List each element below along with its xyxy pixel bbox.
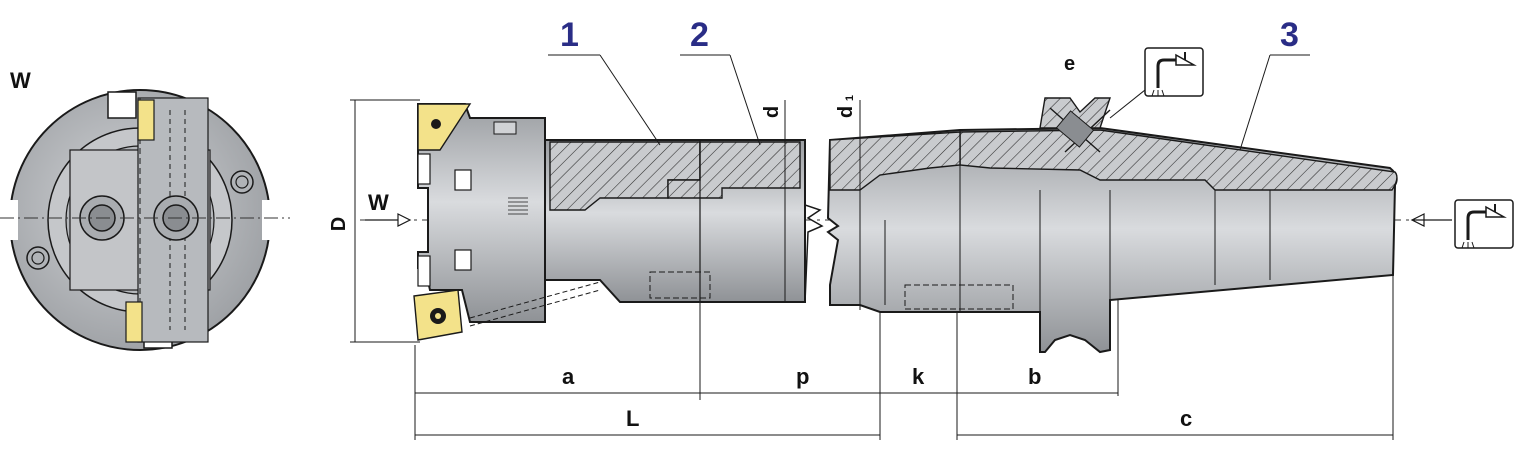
direction-arrow <box>365 213 412 227</box>
insert-top-side <box>417 103 472 151</box>
end-view-label: W <box>10 68 31 93</box>
dim-d1-sub: 1 <box>844 95 856 101</box>
dim-d: d <box>761 106 783 118</box>
side-view: W 1 2 3 D d d 1 e a p k b L c <box>328 16 1514 440</box>
holder-body <box>826 97 1398 354</box>
extension-adapter <box>544 139 824 303</box>
dim-a: a <box>562 364 575 389</box>
drive-hole-left <box>26 246 50 270</box>
dim-D: D <box>328 217 350 231</box>
dim-c: c <box>1180 406 1192 431</box>
dimension-lines <box>350 54 1394 440</box>
callout-3: 3 <box>1280 16 1299 54</box>
cutter-head <box>413 103 601 341</box>
dim-k: k <box>912 364 925 389</box>
dim-e: e <box>1064 53 1075 75</box>
drive-hole-right <box>230 170 254 194</box>
callout-1: 1 <box>560 16 579 54</box>
coolant-icon <box>1454 199 1514 249</box>
insert-bottom <box>125 301 143 343</box>
callout-2: 2 <box>690 16 709 54</box>
dim-b: b <box>1028 364 1041 389</box>
section-part-2 <box>667 141 801 199</box>
insert-top <box>137 99 155 141</box>
end-view: W <box>0 68 290 351</box>
coolant-icon <box>1144 47 1204 97</box>
side-view-label: W <box>368 190 389 215</box>
section-part-3 <box>959 129 1398 191</box>
dim-L: L <box>626 406 639 431</box>
dim-d1: d <box>835 106 857 118</box>
dim-p: p <box>796 364 809 389</box>
